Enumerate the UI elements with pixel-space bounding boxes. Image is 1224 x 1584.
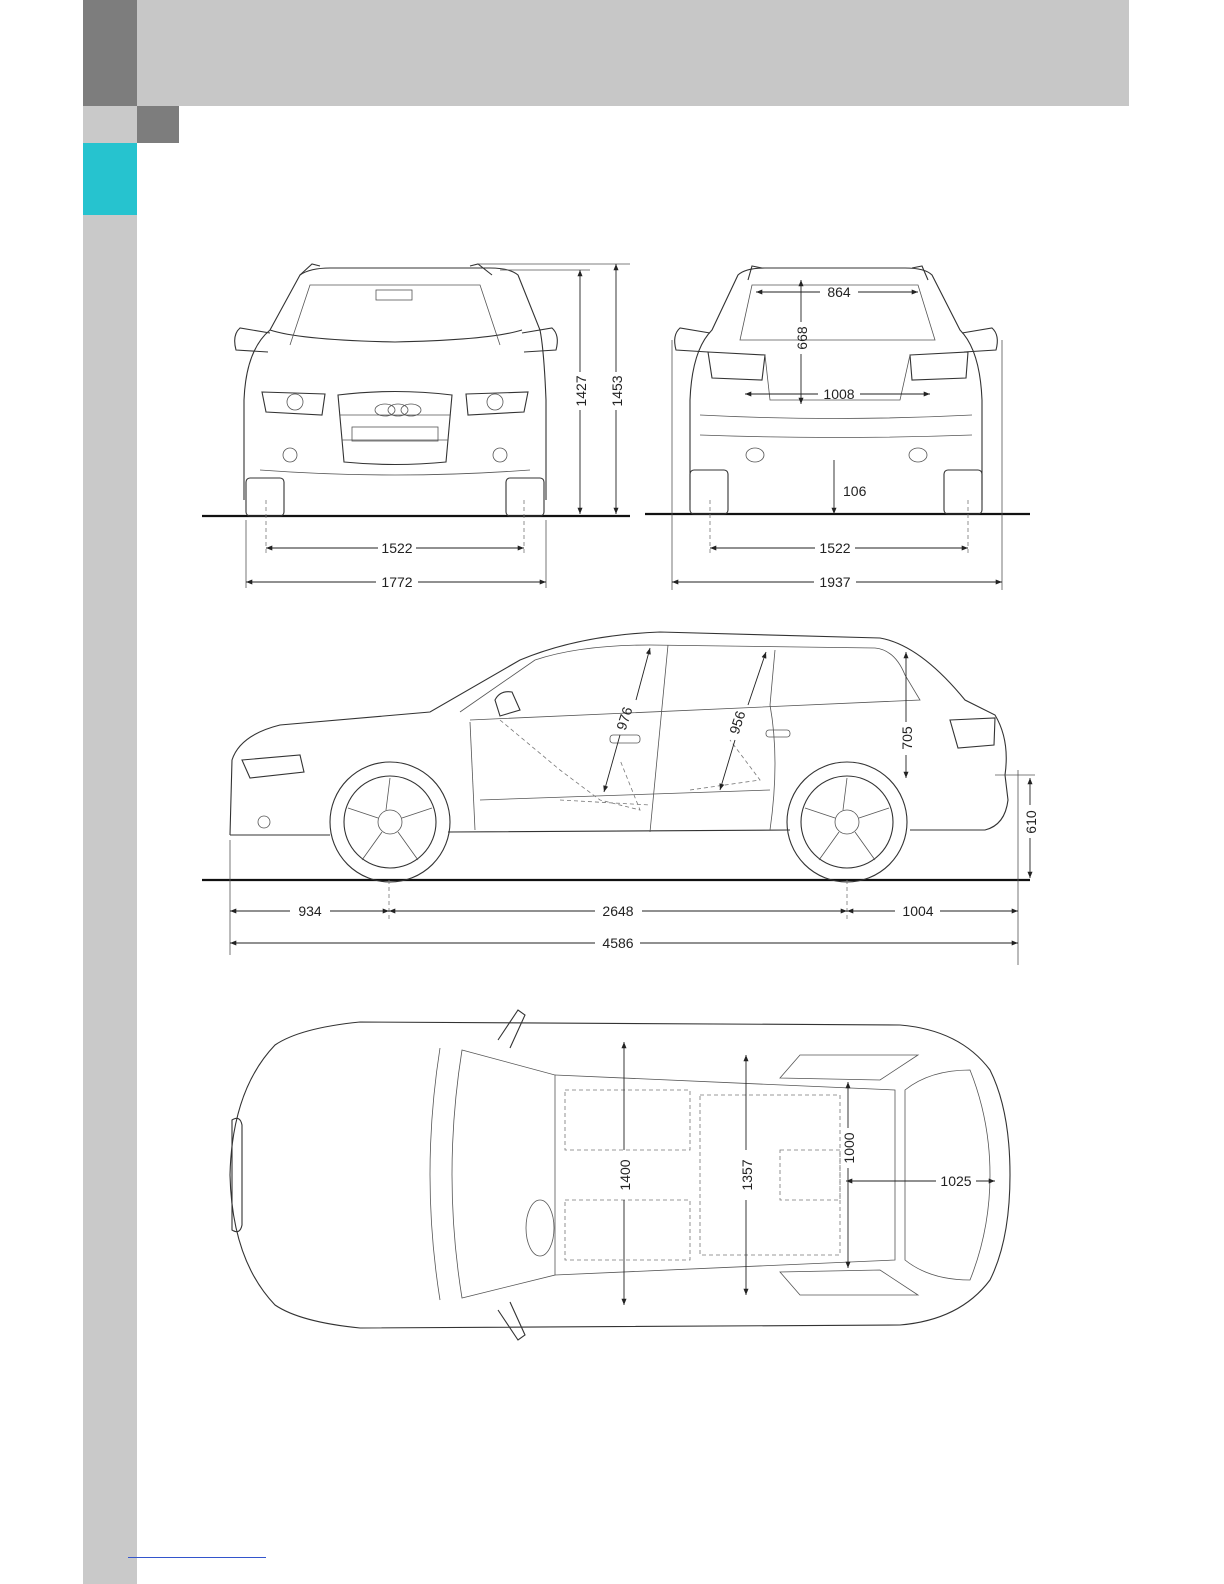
cargo-height-label: 705 [899,726,915,750]
front-view: 1522 1772 1427 1453 [202,264,630,590]
cargo-length-label: 1025 [940,1173,971,1189]
front-overhang-label: 934 [298,903,322,919]
side-view: 976 956 705 610 934 2648 1004 4586 [202,632,1039,965]
rear-view: 864 668 1008 106 1522 1937 [645,266,1030,590]
front-track-label: 1522 [381,540,412,556]
cargo-width-label: 1000 [841,1132,857,1163]
front-shoulder-width-label: 1400 [617,1159,633,1190]
front-headroom-label: 976 [613,705,636,732]
rear-opening-width-label: 1008 [823,386,854,402]
rear-overhang-label: 1004 [902,903,933,919]
rear-opening-height-label: 668 [794,326,810,350]
rear-ground-clearance-label: 106 [843,483,867,499]
rear-width-mirrors-label: 1937 [819,574,850,590]
rear-shoulder-width-label: 1357 [739,1159,755,1190]
wheelbase-label: 2648 [602,903,633,919]
loading-sill-height-label: 610 [1023,810,1039,834]
front-height-label: 1427 [573,375,589,406]
rear-headroom-label: 956 [726,709,749,736]
front-height-rails-label: 1453 [609,375,625,406]
front-width-label: 1772 [381,574,412,590]
top-view: 1400 1357 1000 1025 [230,1010,1010,1340]
rear-track-label: 1522 [819,540,850,556]
rear-opening-top-width-label: 864 [827,284,851,300]
overall-length-label: 4586 [602,935,633,951]
